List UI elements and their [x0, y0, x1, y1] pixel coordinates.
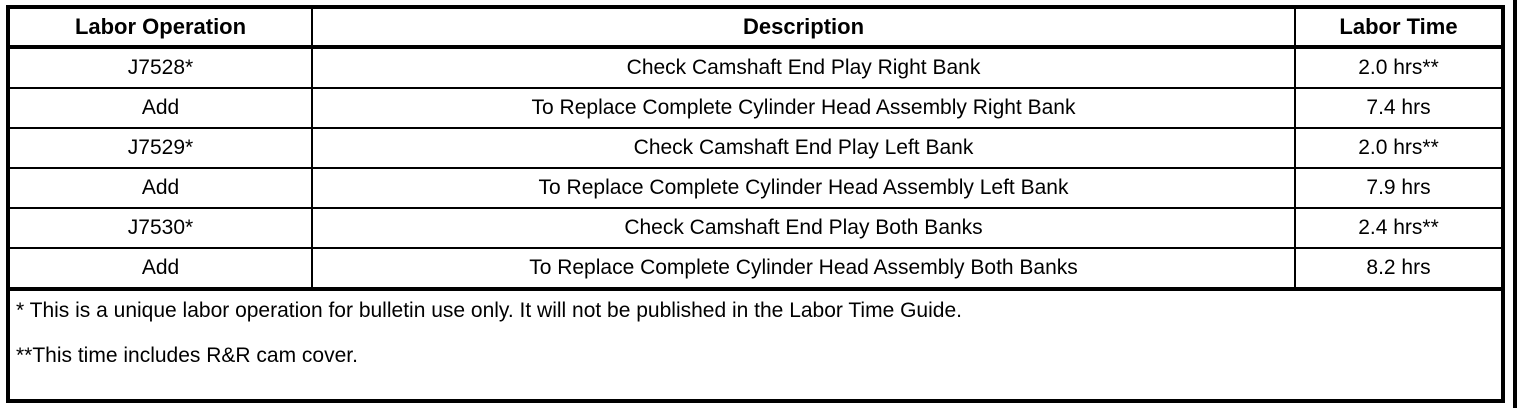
cell-labor-operation: J7529* — [10, 127, 312, 168]
footnotes: * This is a unique labor operation for b… — [10, 293, 1501, 369]
cell-description: Check Camshaft End Play Right Bank — [311, 46, 1295, 88]
table-row: Add To Replace Complete Cylinder Head As… — [10, 87, 1501, 128]
cell-labor-operation: Add — [10, 247, 312, 289]
table-row: Add To Replace Complete Cylinder Head As… — [10, 247, 1501, 289]
table-row: Add To Replace Complete Cylinder Head As… — [10, 167, 1501, 208]
cell-description: Check Camshaft End Play Both Banks — [311, 207, 1295, 248]
cell-labor-time: 2.0 hrs** — [1294, 127, 1501, 168]
cell-labor-time: 7.4 hrs — [1294, 87, 1501, 128]
footnote-single-asterisk: * This is a unique labor operation for b… — [16, 299, 962, 322]
cell-labor-time: 2.4 hrs** — [1294, 207, 1501, 248]
cell-labor-operation: Add — [10, 167, 312, 208]
cell-labor-operation: J7528* — [10, 46, 312, 88]
labor-operations-table: Labor Operation Description Labor Time J… — [6, 5, 1505, 403]
column-header-description: Description — [311, 9, 1295, 49]
cell-labor-operation: Add — [10, 87, 312, 128]
footnote-spacer — [16, 324, 1501, 343]
cell-description: To Replace Complete Cylinder Head Assemb… — [311, 247, 1295, 289]
cell-labor-time: 8.2 hrs — [1294, 247, 1501, 289]
cell-description: To Replace Complete Cylinder Head Assemb… — [311, 87, 1295, 128]
page-edge-rule — [1513, 0, 1517, 408]
table-row: J7528* Check Camshaft End Play Right Ban… — [10, 46, 1501, 88]
table-row: J7529* Check Camshaft End Play Left Bank… — [10, 127, 1501, 168]
table-header-row: Labor Operation Description Labor Time — [10, 9, 1501, 49]
column-header-labor-time: Labor Time — [1294, 9, 1501, 49]
labor-table-grid: Labor Operation Description Labor Time J… — [10, 9, 1501, 369]
cell-description: To Replace Complete Cylinder Head Assemb… — [311, 167, 1295, 208]
table-footnote-row: * This is a unique labor operation for b… — [10, 287, 1501, 369]
footnote-double-asterisk: **This time includes R&R cam cover. — [16, 344, 358, 367]
cell-labor-time: 2.0 hrs** — [1294, 46, 1501, 88]
footnotes-cell: * This is a unique labor operation for b… — [10, 287, 1501, 369]
cell-labor-time: 7.9 hrs — [1294, 167, 1501, 208]
cell-description: Check Camshaft End Play Left Bank — [311, 127, 1295, 168]
table-row: J7530* Check Camshaft End Play Both Bank… — [10, 207, 1501, 248]
column-header-labor-operation: Labor Operation — [10, 9, 312, 49]
cell-labor-operation: J7530* — [10, 207, 312, 248]
